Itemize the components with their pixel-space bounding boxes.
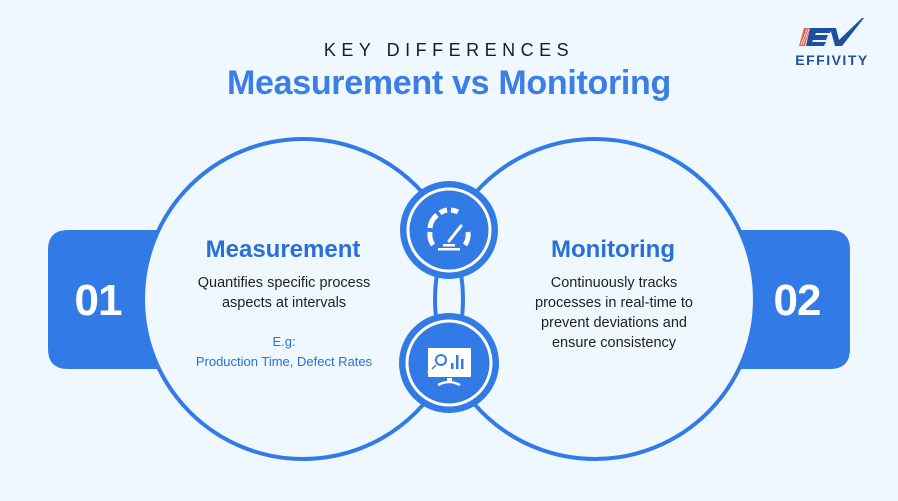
- desc-line: Continuously tracks: [550, 275, 678, 291]
- monitoring-circle: [433, 137, 757, 461]
- measurement-description: Quantifies specific process aspects at i…: [173, 273, 395, 313]
- speedometer-icon: [400, 181, 498, 279]
- ev-logo-mark-icon: [799, 18, 864, 46]
- monitoring-description: Continuously tracks processes in real-ti…: [508, 273, 720, 353]
- item-01-number: 01: [74, 276, 123, 325]
- eyebrow-label: KEY DIFFERENCES: [323, 40, 575, 60]
- effivity-logo: EFFIVITY: [774, 14, 890, 68]
- desc-line: ensure consistency: [551, 335, 677, 351]
- example-label: E.g:: [272, 334, 296, 349]
- monitoring-heading: Monitoring: [551, 236, 675, 263]
- desc-line: processes in real-time to: [535, 295, 693, 311]
- desc-line: Quantifies specific process: [197, 275, 371, 291]
- measurement-heading: Measurement: [205, 236, 361, 263]
- measurement-example: E.g: Production Time, Defect Rates: [173, 332, 395, 372]
- monitor-analytics-icon: [399, 313, 499, 413]
- desc-line: prevent deviations and: [541, 315, 687, 331]
- measurement-circle: [141, 137, 465, 461]
- page-title: Measurement vs Monitoring: [226, 64, 671, 102]
- desc-line: aspects at intervals: [221, 295, 347, 311]
- logo-text: EFFIVITY: [795, 52, 869, 68]
- item-02-number: 02: [773, 276, 822, 325]
- example-value: Production Time, Defect Rates: [195, 354, 373, 369]
